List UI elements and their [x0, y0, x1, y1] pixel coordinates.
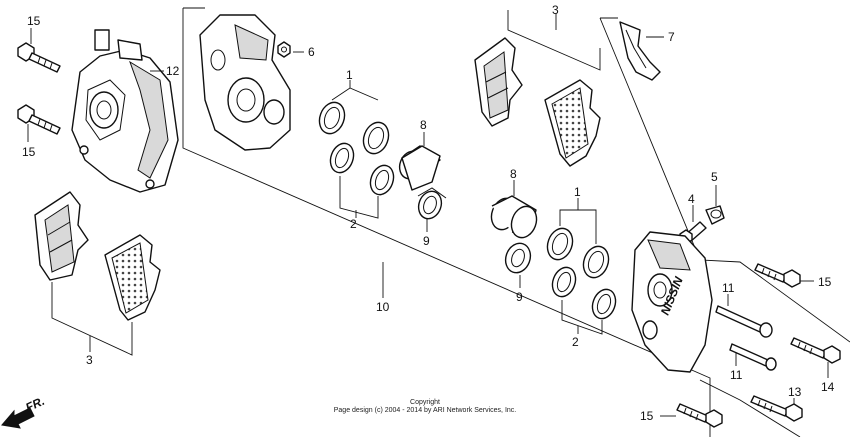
callout-15-lower-left: 15 — [22, 145, 36, 159]
callout-1-lower: 1 — [574, 185, 581, 199]
callout-15-upper-left: 15 — [27, 14, 41, 28]
callout-12: 12 — [166, 64, 180, 78]
piston-8-upper — [398, 145, 441, 191]
callout-9-upper: 9 — [423, 234, 430, 248]
callout-15-right-upper: 15 — [818, 275, 832, 289]
copyright-line-2: Page design (c) 2004 - 2014 by ARI Netwo… — [333, 407, 517, 414]
callout-2-lower: 2 — [572, 335, 579, 349]
callout-2-upper: 2 — [350, 217, 357, 231]
bolt-14 — [790, 337, 841, 364]
callout-5: 5 — [711, 170, 718, 184]
group-outline-left-caliper — [182, 8, 711, 437]
callout-1-upper: 1 — [346, 68, 353, 82]
callout-4: 4 — [688, 192, 695, 206]
brake-pad-set-3-top — [474, 37, 601, 167]
dust-seal-2-lower — [551, 266, 617, 320]
callout-11-upper: 11 — [722, 281, 735, 295]
callout-3-top: 3 — [552, 3, 559, 17]
piston-9-lower — [504, 242, 532, 274]
nut-6 — [277, 41, 291, 58]
bolt-15-right-upper — [754, 263, 801, 288]
piston-seal-1-upper — [318, 101, 390, 155]
bolt-13 — [750, 395, 803, 422]
callout-14: 14 — [821, 380, 835, 394]
callout-11-lower: 11 — [730, 368, 743, 382]
callout-10: 10 — [376, 300, 390, 314]
piston-9-upper — [417, 187, 447, 220]
bleed-cap-5 — [705, 205, 725, 225]
callout-9-lower: 9 — [516, 290, 523, 304]
caliper-body-half-left — [199, 14, 291, 151]
caliper-assembly-12 — [71, 29, 179, 193]
group-outline-right-caliper — [599, 17, 850, 343]
callout-8-lower: 8 — [510, 167, 517, 181]
bolt-15-bottom — [676, 403, 723, 428]
copyright-line-1: Copyright — [410, 399, 440, 406]
brake-pad-set-3-left — [34, 191, 161, 321]
bolt-15-upper-left — [17, 42, 61, 73]
bolt-15-lower-left — [17, 104, 61, 135]
piston-8-lower — [490, 195, 538, 239]
callout-13: 13 — [788, 385, 802, 399]
pad-pin-11-lower — [729, 343, 777, 371]
callout-15-bottom: 15 — [640, 409, 654, 423]
pad-pin-11-upper — [715, 305, 773, 338]
dust-seal-2-upper — [329, 142, 395, 196]
piston-seal-1-lower — [546, 227, 610, 279]
callout-7: 7 — [668, 30, 675, 44]
callout-8-upper: 8 — [420, 118, 427, 132]
callout-3-left: 3 — [86, 353, 93, 367]
callout-6: 6 — [308, 45, 315, 59]
caliper-body-half-right: NISSIN — [631, 231, 713, 373]
pad-spring-7 — [619, 21, 661, 81]
